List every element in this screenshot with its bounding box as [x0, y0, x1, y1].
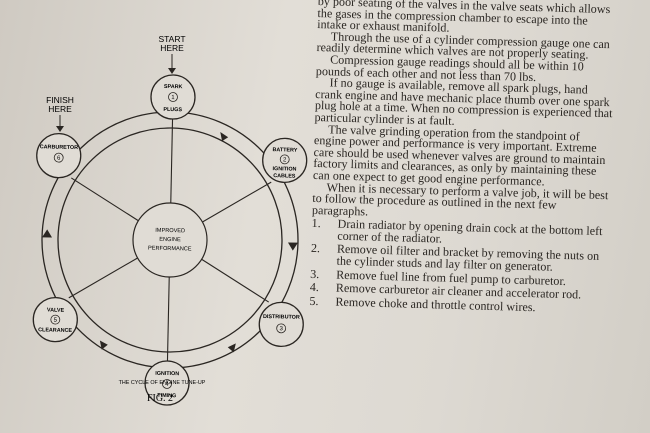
- svg-text:IGNITION: IGNITION: [272, 166, 296, 173]
- finish-arrow-icon: [56, 126, 64, 132]
- center-label-3: PERFORMANCE: [148, 246, 192, 253]
- tune-up-cycle-diagram: IMPROVED ENGINE PERFORMANCE SPARK 1 PLUG…: [32, 34, 308, 406]
- finish-label-2: HERE: [48, 104, 72, 114]
- node-battery: BATTERY 2 IGNITION CABLES: [262, 137, 308, 184]
- svg-text:6: 6: [57, 156, 61, 162]
- center-circle: [132, 202, 208, 278]
- paragraph-5: The valve grinding operation from the st…: [312, 121, 606, 189]
- svg-text:CARBURETOR: CARBURETOR: [40, 144, 78, 151]
- node-valve-clearance: VALVE 5 CLEARANCE: [32, 296, 78, 343]
- start-label-1: START: [158, 34, 185, 44]
- node-spark-plugs: SPARK 1 PLUGS: [150, 74, 196, 120]
- spokes: [68, 118, 272, 362]
- svg-text:IGNITION: IGNITION: [155, 371, 179, 378]
- center-label-1: IMPROVED: [155, 228, 185, 235]
- figure-caption: THE CYCLE OF ENGINE TUNE-UP: [119, 380, 206, 386]
- center-label-2: ENGINE: [159, 237, 181, 243]
- svg-text:2: 2: [283, 157, 287, 163]
- svg-text:VALVE: VALVE: [47, 307, 65, 313]
- svg-text:SPARK: SPARK: [164, 84, 183, 90]
- svg-text:BATTERY: BATTERY: [272, 147, 297, 154]
- svg-text:CABLES: CABLES: [273, 173, 296, 179]
- svg-text:3: 3: [279, 326, 283, 332]
- svg-text:PLUGS: PLUGS: [163, 107, 182, 113]
- node-ignition-timing: IGNITION 4 TIMING: [144, 360, 190, 406]
- svg-text:5: 5: [54, 318, 58, 324]
- start-arrow-icon: [168, 68, 176, 74]
- body-text-column: by poor seating of the valves in the val…: [309, 0, 618, 318]
- svg-text:TIMING: TIMING: [157, 393, 176, 399]
- cycle-arrows: [42, 132, 298, 353]
- start-label-2: HERE: [160, 43, 184, 53]
- procedure-list: 1.Drain radiator by opening drain cock a…: [309, 216, 611, 315]
- svg-text:DISTRIBUTOR: DISTRIBUTOR: [263, 314, 300, 321]
- svg-text:4: 4: [165, 382, 169, 388]
- svg-text:CLEARANCE: CLEARANCE: [38, 327, 72, 334]
- node-distributor: DISTRIBUTOR 3: [258, 301, 304, 347]
- node-carburetor: CARBURETOR 6: [36, 133, 82, 179]
- svg-text:1: 1: [171, 95, 175, 101]
- figure-label: FIG. 2: [147, 393, 173, 404]
- finish-label-1: FINISH: [46, 95, 74, 105]
